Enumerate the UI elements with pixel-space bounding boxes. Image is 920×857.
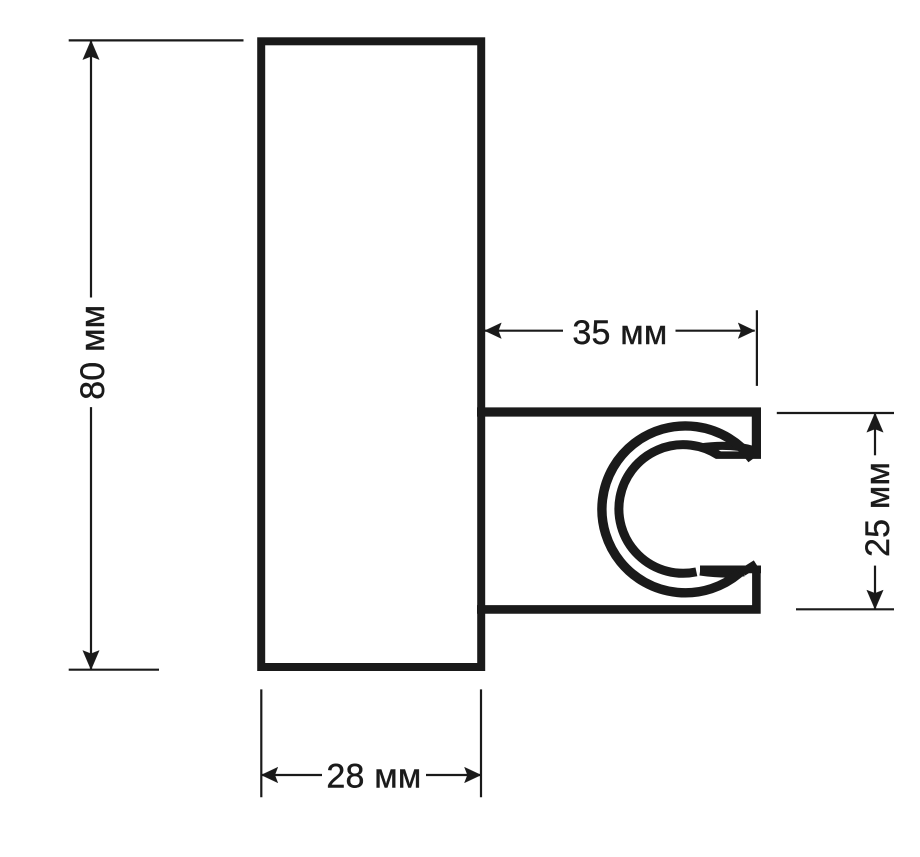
svg-text:35 мм: 35 мм [572, 314, 667, 352]
svg-text:28 мм: 28 мм [326, 757, 421, 795]
svg-text:25 мм: 25 мм [859, 462, 897, 557]
svg-text:80 мм: 80 мм [74, 305, 112, 400]
